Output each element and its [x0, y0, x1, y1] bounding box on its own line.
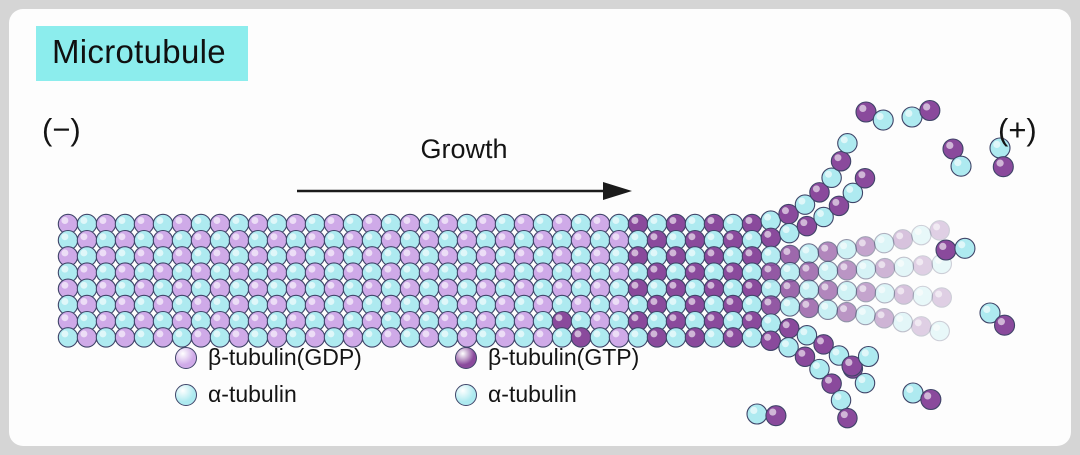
beta-gdp-swatch-icon	[175, 346, 197, 369]
legend-label: α-tubulin	[208, 381, 297, 407]
legend-label: β-tubulin(GTP)	[488, 344, 640, 370]
plus-end-label: (+)	[998, 112, 1037, 147]
legend-label: α-tubulin	[488, 381, 577, 407]
legend-item-beta-gdp: β-tubulin(GDP)	[175, 344, 362, 371]
alpha-swatch-icon	[455, 383, 477, 406]
legend-item-beta-gtp: β-tubulin(GTP)	[455, 344, 639, 371]
beta-gtp-swatch-icon	[455, 346, 477, 369]
legend-item-alpha-2: α-tubulin	[455, 381, 577, 408]
growth-arrow-icon	[297, 182, 632, 200]
legend-label: β-tubulin(GDP)	[208, 344, 362, 370]
legend-item-alpha-1: α-tubulin	[175, 381, 297, 408]
growth-label: Growth	[420, 134, 508, 164]
minus-end-label: (−)	[42, 112, 81, 147]
figure-title: Microtubule	[36, 26, 248, 81]
alpha-swatch-icon	[175, 383, 197, 406]
